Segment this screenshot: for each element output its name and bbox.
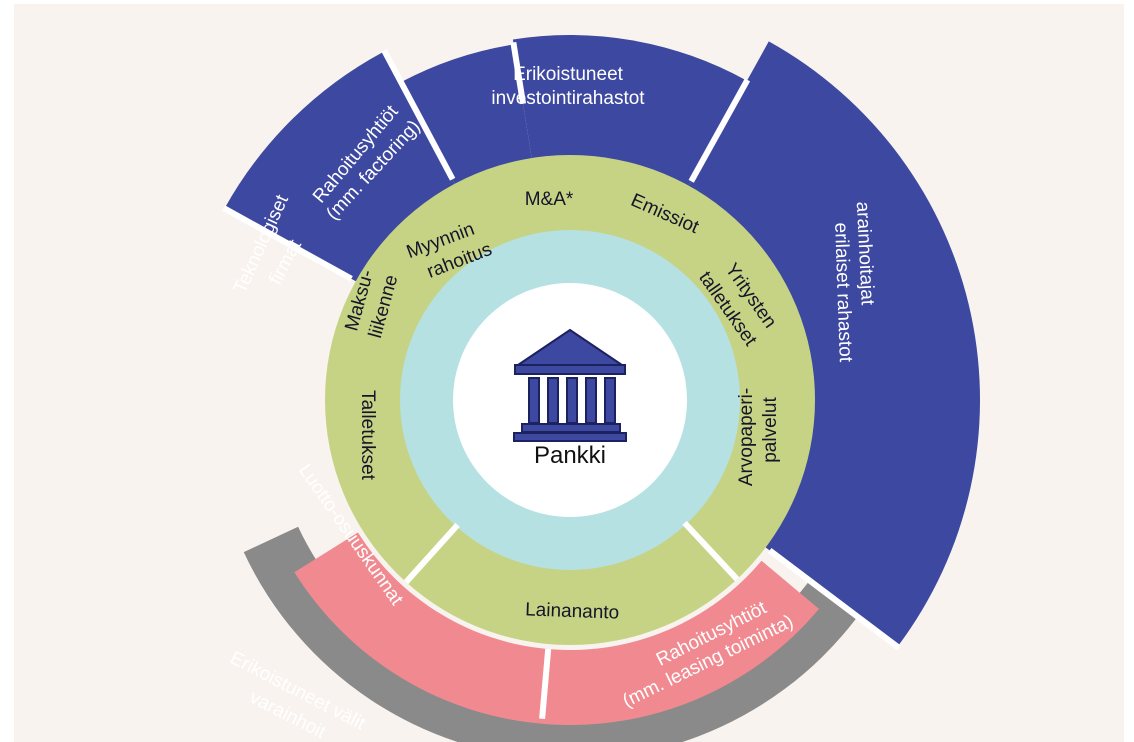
label-arvopaperi-2: palvelut	[760, 397, 781, 463]
label-varainhoitajat-2: erilaiset rahastot	[830, 222, 856, 363]
separator-teknologiset-factoring	[381, 48, 456, 181]
label-talletukset-text: Talletukset	[357, 390, 378, 481]
segment-varainhoitajat	[686, 41, 980, 647]
label-arvopaperi-line2: palvelut	[760, 397, 781, 463]
separator-inner-talletukset-lainananto	[403, 522, 460, 585]
separator-leasing-luotto	[539, 648, 552, 720]
label-lainananto: Lainananto	[525, 599, 620, 623]
separator-varainhoitajat-leasing	[767, 548, 901, 651]
segment-rahoitus-factoring	[400, 44, 533, 189]
segment-separators	[222, 41, 901, 720]
segment-erikoistuneet-rahastot	[512, 34, 747, 191]
arc-gray-erikoistuneet	[243, 526, 882, 742]
label-talletukset: Talletukset	[357, 390, 378, 481]
label-erikoistuneet-rahastot-1: Erikoistuneet	[513, 64, 624, 85]
label-arvopaperi-line1: Arvopaperi-	[736, 388, 757, 486]
separator-inner-lainananto-arvopaperi	[682, 520, 740, 582]
separator-teknologiset-left	[222, 205, 353, 282]
arc-pink	[294, 532, 819, 725]
separator-factoring-rahastot	[510, 41, 527, 105]
center-label: Pankki	[534, 442, 606, 469]
label-arvopaperi-1: Arvopaperi-	[736, 388, 757, 486]
bank-building-icon	[513, 328, 627, 442]
label-varainhoitajat-line2: erilaiset rahastot	[830, 222, 856, 363]
label-ma: M&A*	[525, 189, 574, 210]
separator-rahastot-varainhoitajat	[688, 78, 751, 183]
label-erikoistuneet-rahastot-2: investointirahastot	[491, 88, 645, 109]
